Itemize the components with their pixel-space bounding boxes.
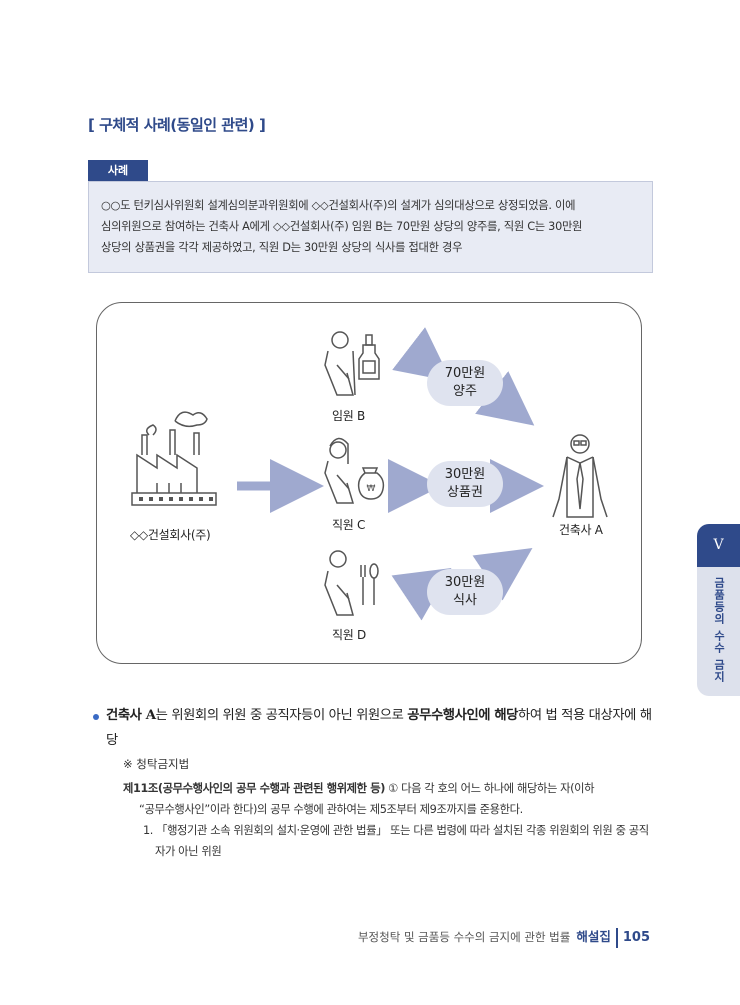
company-label: ◇◇건설회사(주) [130,528,211,542]
gift-item: 식사 [453,593,477,608]
para-text: 는 위원회의 위원 중 공직자등이 아닌 위원으로 [155,708,408,723]
person-b-icon [324,331,356,396]
chapter-side-tab[interactable]: V 금품등의 수수 금지 [697,524,740,696]
liquor-bottle-icon [358,334,380,380]
architect-a-icon [552,434,608,518]
case-line: 심의위원으로 참여하는 건축사 A에게 ◇◇건설회사(주) 임원 B는 70만원… [101,220,583,233]
article-text: 제11조(공무수행사인의 공무 수행과 관련된 행위제한 등) ① 다음 각 호… [123,778,663,820]
gift-bubble-d: 30만원 식사 [427,569,503,615]
case-box: ○○도 턴키심사위원회 설계심의분과위원회에 ◇◇건설회사(주)의 설계가 심의… [88,181,653,273]
giver-d-label: 직원 D [332,628,366,642]
gift-amount: 70만원 [444,366,486,381]
gift-bubble-c: 30만원 상품권 [427,461,503,507]
arrow-b-1 [392,327,452,382]
gift-bubble-b: 70만원 양주 [427,360,503,406]
arrow-d-2 [472,548,533,601]
note-heading: ※ 청탁금지법 [123,757,190,771]
para-text-end: 하여 법 적용 대상자에 해당 [106,708,652,748]
person-c-icon [324,437,355,504]
item-line-2: 자가 아닌 위원 [155,845,222,858]
fork-spoon-icon [360,563,379,605]
case-line: 상당의 상품권을 각각 제공하였고, 직원 D는 30만원 상당의 식사를 접대… [101,241,463,254]
person-d-icon [324,550,354,616]
gift-item: 양주 [453,384,477,399]
page-footer: 부정청탁 및 금품등 수수의 금지에 관한 법률 해설집 105 [358,926,650,948]
footer-divider [615,927,618,948]
article-rest: ① 다음 각 호의 어느 하나에 해당하는 자(이하 [384,782,595,795]
footer-book: 해설집 [576,929,611,944]
gift-item: 상품권 [447,485,483,500]
main-paragraph: 건축사 A는 위원회의 위원 중 공직자등이 아닌 위원으로 공무수행사인에 해… [106,703,661,753]
page-number: 105 [622,930,650,945]
section-title: [ 구체적 사례(동일인 관련) ] [88,116,266,134]
diagram: ₩ ◇◇건설회사(주) 임원 B 직원 C 직원 D 건 [96,302,642,664]
case-tab: 사례 [88,160,148,181]
arrow-d-1 [391,568,452,621]
giver-c-label: 직원 C [332,518,366,532]
architect-label: 건축사 A [559,523,603,537]
factory-windows [139,497,213,501]
case-line: ○○도 턴키심사위원회 설계심의분과위원회에 ◇◇건설회사(주)의 설계가 심의… [101,199,576,212]
arrow-b-2 [475,371,535,426]
item-line: 1. 「행정기관 소속 위원회의 설치·운영에 관한 법률」 또는 다른 법령에… [143,824,649,837]
para-subject: 건축사 A [106,708,156,723]
diagram-graphics: ₩ [131,327,608,621]
bullet-dot [93,714,99,720]
giver-b-label: 임원 B [332,409,365,423]
chapter-title: 금품등의 수수 금지 [712,577,726,683]
chapter-numeral: V [697,524,740,567]
footer-title: 부정청탁 및 금품등 수수의 금지에 관한 법률 [357,930,571,944]
gift-amount: 30만원 [444,467,486,482]
article-rest-2: “공무수행사인”이라 한다)의 공무 수행에 관하여는 제5조부터 제9조까지를… [139,803,523,816]
svg-text:₩: ₩ [367,484,376,494]
money-bag-icon: ₩ [357,467,385,500]
factory-icon [131,411,217,506]
para-emphasis: 공무수행사인에 해당 [407,708,519,723]
gift-amount: 30만원 [444,575,486,590]
article-item-1: 1. 「행정기관 소속 위원회의 설치·운영에 관한 법률」 또는 다른 법령에… [143,820,665,862]
article-title: 제11조(공무수행사인의 공무 수행과 관련된 행위제한 등) [123,782,385,795]
